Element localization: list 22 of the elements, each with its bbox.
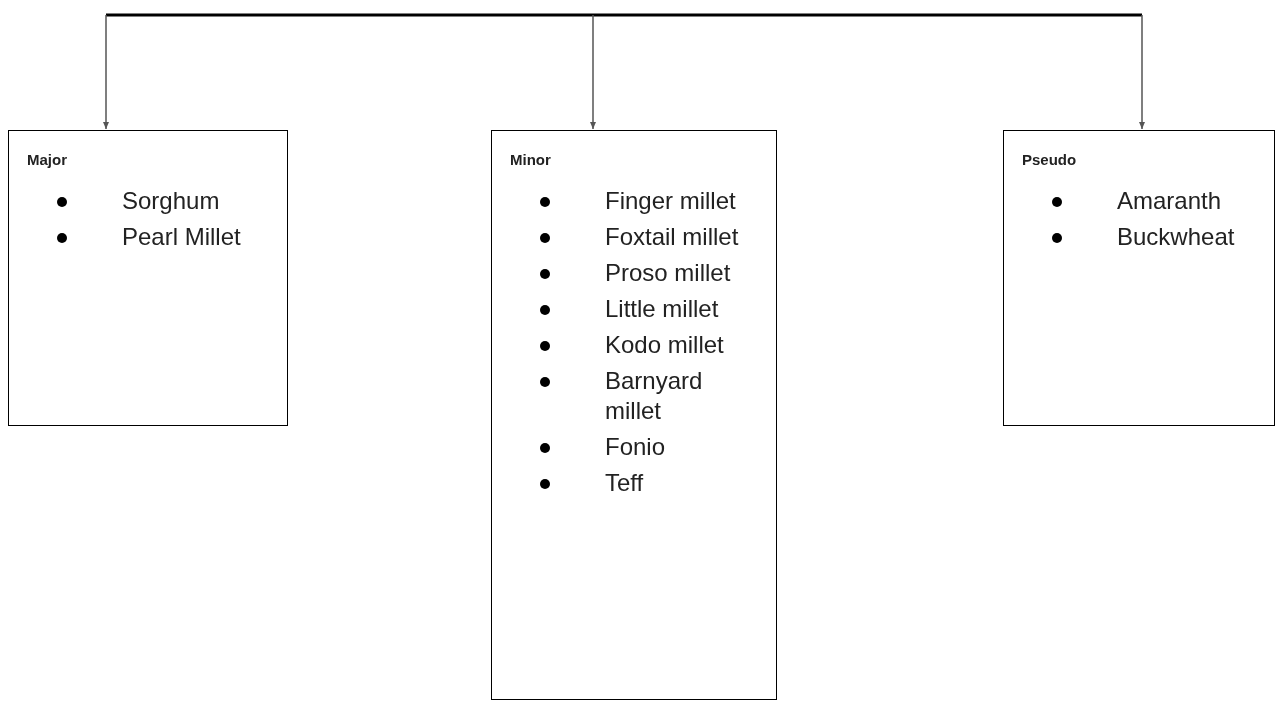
list-item: Pearl Millet — [122, 221, 241, 252]
list-item: Buckwheat — [1117, 221, 1235, 252]
category-box — [8, 130, 288, 426]
list-item: Foxtail millet — [605, 221, 739, 252]
box-heading: Minor — [510, 150, 552, 170]
list-item: Amaranth — [1117, 185, 1222, 216]
category-box — [491, 130, 777, 700]
list-item: Kodo millet — [605, 329, 724, 360]
box-heading: Pseudo — [1022, 150, 1078, 170]
list-item: Fonio — [605, 431, 666, 462]
list-item: Proso millet — [605, 257, 731, 288]
arrow — [103, 14, 109, 130]
list-item: Barnyard millet — [605, 365, 704, 426]
list-item: Teff — [605, 467, 644, 498]
arrow — [1139, 14, 1145, 130]
box-heading: Major — [27, 150, 68, 170]
list-item: Sorghum — [122, 185, 220, 216]
connector-line — [106, 13, 1142, 17]
category-box — [1003, 130, 1275, 426]
list-item: Little millet — [605, 293, 719, 324]
list-item: Finger millet — [605, 185, 736, 216]
arrow — [590, 14, 596, 130]
